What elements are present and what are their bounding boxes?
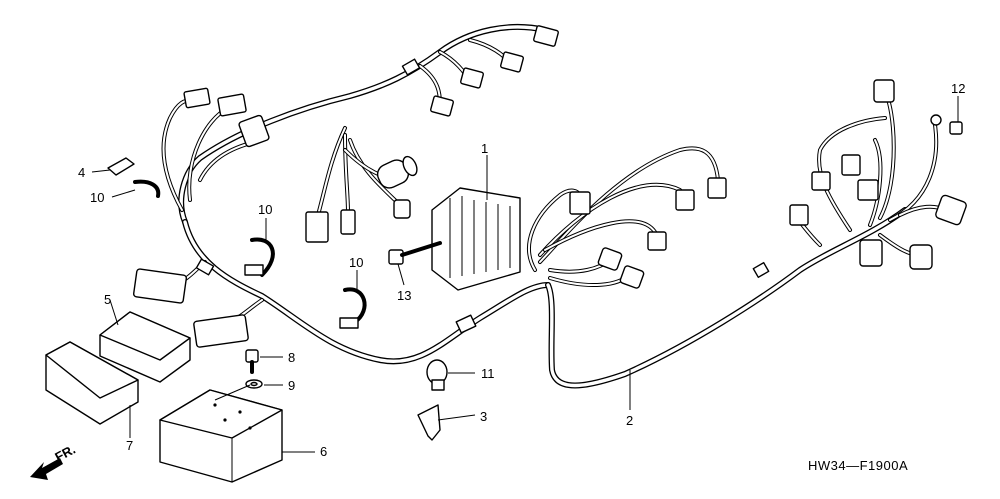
harness-clamps xyxy=(195,58,770,334)
diagram-code: HW34—F1900A xyxy=(808,458,908,473)
callout-11: 11 xyxy=(481,366,495,381)
callout-10c: 10 xyxy=(349,255,363,270)
callout-10b: 10 xyxy=(258,202,272,217)
part-6-control-unit xyxy=(159,389,283,483)
part-7-cover xyxy=(45,341,139,425)
callout-9: 9 xyxy=(288,378,295,393)
front-arrow-icon: FR. xyxy=(30,442,78,480)
callout-8: 8 xyxy=(288,350,295,365)
part-1-regulator xyxy=(431,187,521,291)
part-9-washer xyxy=(245,379,263,389)
leader-lines xyxy=(91,96,959,453)
callout-12: 12 xyxy=(951,81,965,96)
callout-13: 13 xyxy=(397,288,411,303)
callout-6: 6 xyxy=(320,444,327,459)
callout-2: 2 xyxy=(626,413,633,428)
middle-branch-wires xyxy=(527,146,720,288)
callout-3: 3 xyxy=(480,409,487,424)
part-8-bolt xyxy=(245,349,259,374)
callout-5: 5 xyxy=(104,292,111,307)
callout-10a: 10 xyxy=(90,190,104,205)
callouts: 1 2 3 4 5 6 7 8 9 10 10 10 11 12 13 xyxy=(78,81,965,459)
part-4-clip xyxy=(107,157,135,176)
part-13-bolt xyxy=(388,241,442,265)
connectors xyxy=(132,25,967,348)
part-12-bolt xyxy=(949,121,963,135)
callout-4: 4 xyxy=(78,165,85,180)
sensor-cylinder xyxy=(376,155,418,189)
part-5-fuse-box xyxy=(99,311,191,383)
part-10-clips xyxy=(133,179,367,329)
main-harness xyxy=(178,23,908,389)
part-11-grommet xyxy=(426,359,448,391)
callout-7: 7 xyxy=(126,438,133,453)
part-3-bracket xyxy=(417,404,441,441)
callout-1: 1 xyxy=(481,141,488,156)
